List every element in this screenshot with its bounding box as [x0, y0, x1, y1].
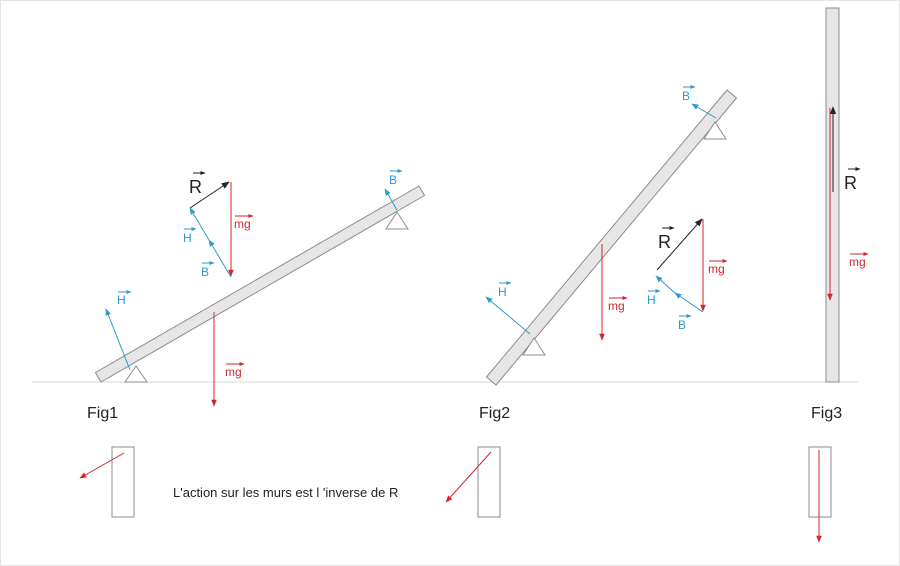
- fig2-wall-box: [477, 446, 501, 518]
- fig1-title: Fig1: [87, 405, 118, 422]
- fig2-label-mg-triangle-group: mg: [708, 259, 728, 276]
- fig1-wall-action-arrow: [79, 452, 125, 479]
- fig1-label-b: B: [389, 173, 397, 187]
- fig2-label-h: H: [498, 285, 507, 299]
- fig2-triangle-h: [655, 275, 676, 294]
- fig3-beam: [825, 7, 840, 383]
- fig1-reaction-b-arrow: [384, 188, 398, 211]
- fig1-label-h-group: H: [117, 290, 132, 307]
- fig2-label-b: B: [682, 89, 690, 103]
- fig1-support-top: [385, 211, 409, 230]
- fig2-resultant-arrow: [656, 218, 703, 271]
- fig1-label-h-triangle-group: H: [183, 227, 197, 245]
- fig1-label-b-triangle: B: [201, 265, 209, 279]
- fig2-support-bottom: [522, 337, 546, 356]
- fig3-label-mg: mg: [849, 255, 866, 269]
- fig1-support-bottom: [124, 365, 148, 383]
- fig3-label-r: R: [844, 173, 857, 193]
- figure-2: R mg H B H B mg Fig2: [445, 85, 738, 518]
- fig1-resultant-arrow: [189, 181, 230, 209]
- fig2-label-h-group: H: [498, 281, 512, 299]
- fig2-title: Fig2: [479, 405, 510, 422]
- fig1-label-mg: mg: [225, 365, 242, 379]
- fig3-label-mg-group: mg: [849, 252, 869, 269]
- fig1-label-b-group: B: [389, 169, 403, 187]
- fig2-label-mg-group: mg: [608, 296, 628, 313]
- fig2-support-top: [703, 121, 727, 140]
- fig1-label-r: R: [189, 177, 202, 197]
- fig2-beam: [485, 89, 738, 386]
- fig2-reaction-b-arrow: [691, 103, 717, 119]
- fig1-beam: [94, 185, 426, 383]
- fig2-label-b-triangle: B: [678, 318, 686, 332]
- fig2-label-h-triangle-group: H: [647, 289, 661, 307]
- fig1-label-mg-triangle-group: mg: [234, 214, 254, 231]
- fig2-label-b-triangle-group: B: [678, 314, 692, 332]
- fig2-label-r-group: R: [658, 226, 675, 252]
- fig1-label-r-group: R: [189, 171, 206, 197]
- fig1-label-h: H: [117, 293, 126, 307]
- fig3-label-r-group: R: [844, 167, 861, 193]
- fig1-label-b-triangle-group: B: [201, 261, 215, 279]
- figure-3: R mg Fig3: [808, 7, 869, 543]
- fig2-reaction-h-arrow: [485, 296, 531, 335]
- fig1-label-mg-triangle: mg: [234, 217, 251, 231]
- fig1-wall-box: [111, 446, 135, 518]
- fig2-label-h-triangle: H: [647, 293, 656, 307]
- figure-1: R mg H B H B mg Fig1: [79, 169, 426, 518]
- fig2-label-b-group: B: [682, 85, 696, 103]
- fig3-title: Fig3: [811, 405, 842, 422]
- fig1-label-mg-group: mg: [225, 362, 245, 379]
- fig3-wall-box: [808, 446, 832, 518]
- fig1-label-h-triangle: H: [183, 231, 192, 245]
- fig2-label-mg: mg: [608, 299, 625, 313]
- fig1-reaction-h-arrow: [105, 308, 131, 371]
- fig2-label-mg-triangle: mg: [708, 262, 725, 276]
- fig1-triangle-b: [208, 239, 232, 278]
- caption: L'action sur les murs est l 'inverse de …: [173, 485, 398, 500]
- fig2-wall-action-arrow: [445, 451, 492, 503]
- fig2-label-r: R: [658, 232, 671, 252]
- fig2-triangle-b: [674, 292, 704, 313]
- fig1-triangle-h: [189, 207, 210, 241]
